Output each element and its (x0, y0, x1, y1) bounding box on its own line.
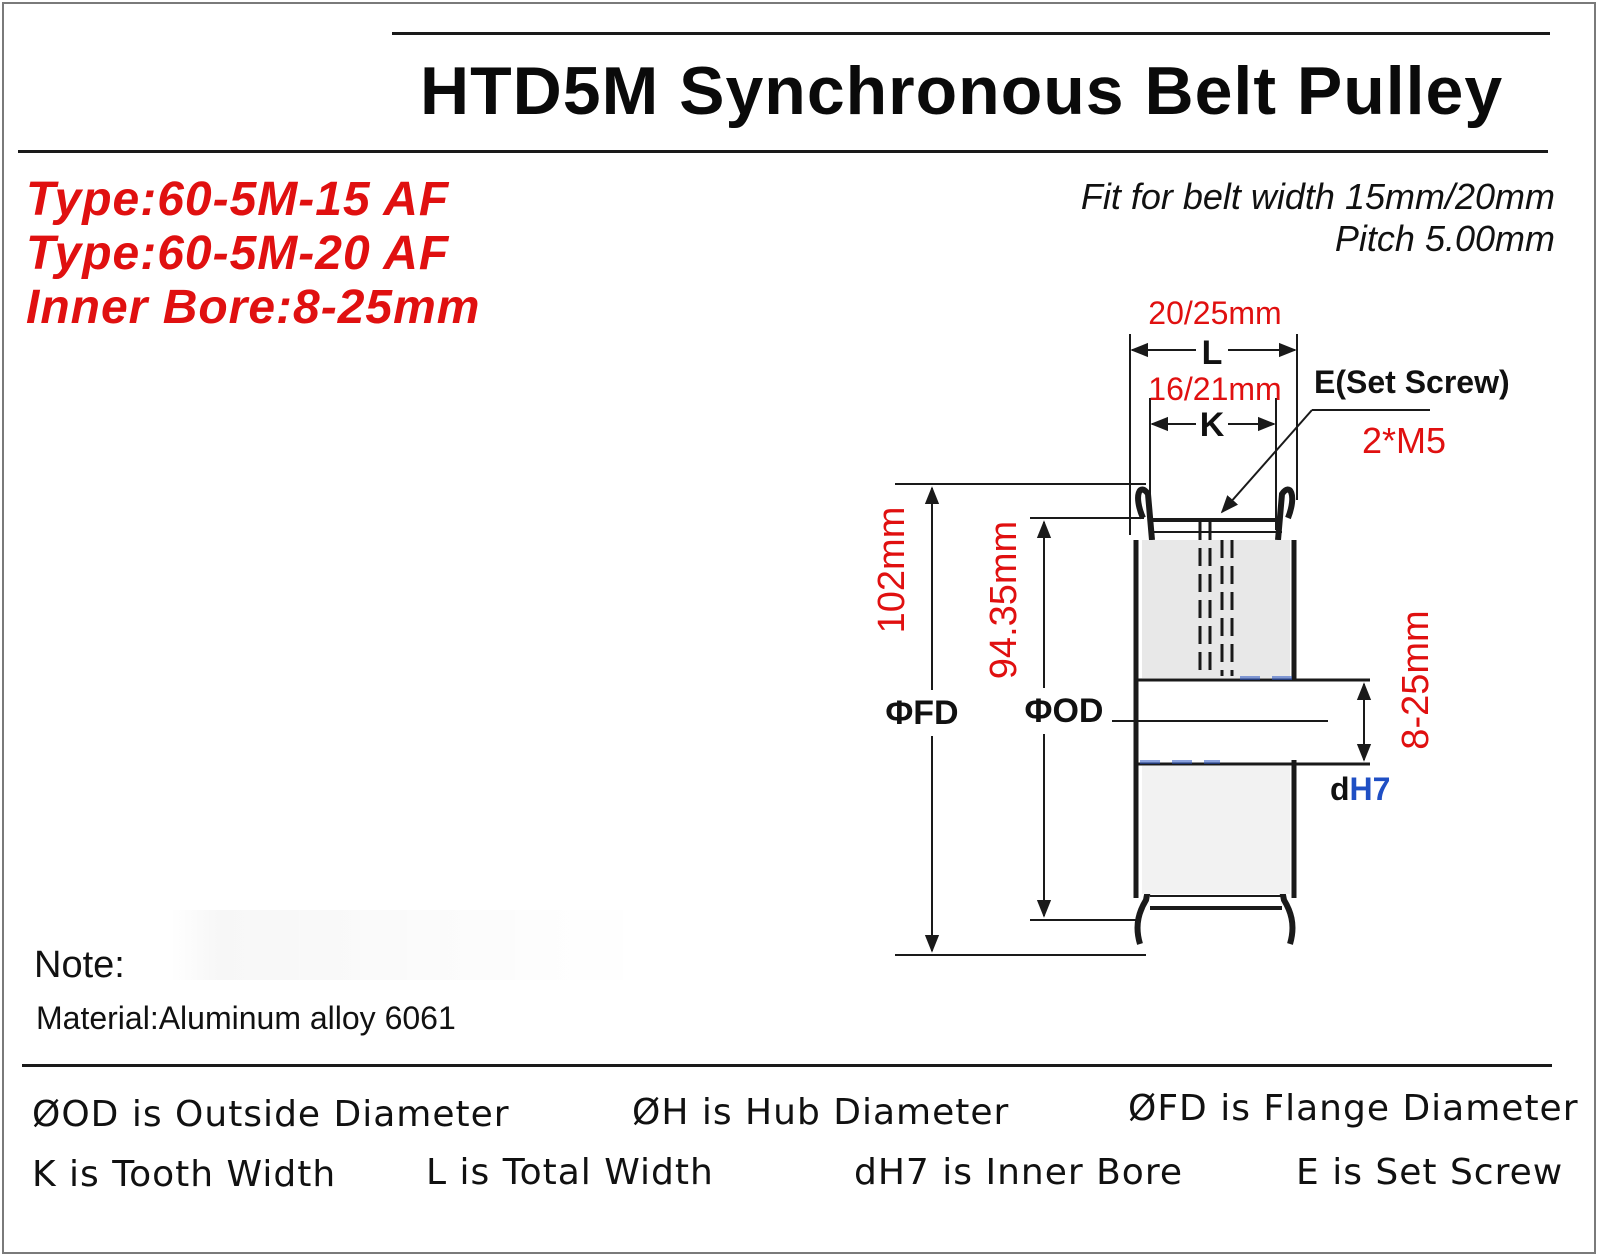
bore-hidden-lines (1140, 676, 1300, 764)
note-label: Note: (34, 944, 125, 986)
l-symbol: L (1202, 334, 1223, 372)
k-value-label: 16/21mm (1148, 371, 1281, 407)
pitch-spec: Pitch 5.00mm (1334, 218, 1555, 259)
l-value-label: 20/25mm (1148, 295, 1281, 331)
page-title: HTD5M Synchronous Belt Pulley (420, 53, 1504, 129)
set-screw-label: E(Set Screw) (1314, 364, 1510, 400)
k-symbol: K (1200, 406, 1225, 444)
inner-bore-spec: Inner Bore:8-25mm (26, 281, 481, 334)
legend-k: K is Tooth Width (32, 1154, 337, 1195)
bore-symbol-h7: H7 (1350, 771, 1391, 807)
set-screw-leader (1220, 409, 1430, 514)
bore-value-label: 8-25mm (1395, 610, 1437, 749)
belt-width-spec: Fit for belt width 15mm/20mm (1080, 176, 1555, 217)
note-smudge (170, 910, 650, 980)
legend-od: ØOD is Outside Diameter (32, 1094, 510, 1135)
set-screw-hole (1198, 522, 1234, 676)
type-spec-20: Type:60-5M-20 AF (26, 227, 450, 280)
legend-fd: ØFD is Flange Diameter (1128, 1088, 1579, 1129)
fd-symbol: ΦFD (885, 694, 958, 732)
legend-e: E is Set Screw (1296, 1152, 1564, 1193)
type-spec-15: Type:60-5M-15 AF (26, 173, 450, 226)
od-symbol: ΦOD (1025, 692, 1104, 730)
legend-h: ØH is Hub Diameter (632, 1092, 1010, 1133)
legend-l: L is Total Width (426, 1152, 714, 1193)
title-top-rule (392, 32, 1550, 35)
material-text: Material:Aluminum alloy 6061 (36, 1000, 456, 1036)
bore-symbol-d: d (1330, 771, 1350, 807)
title-bottom-rule (18, 150, 1548, 153)
bore-symbol: dH7 (1330, 771, 1390, 807)
legend-dh7: dH7 is Inner Bore (854, 1152, 1183, 1193)
set-screw-value: 2*M5 (1362, 420, 1446, 461)
od-value-label: 94.35mm (983, 521, 1025, 679)
upper-shading (1142, 540, 1290, 678)
legend-top-rule (22, 1064, 1552, 1067)
lower-shading (1142, 766, 1290, 894)
pulley-body (1112, 486, 1370, 945)
fd-value-label: 102mm (871, 507, 913, 634)
l-dimension (1129, 334, 1298, 535)
